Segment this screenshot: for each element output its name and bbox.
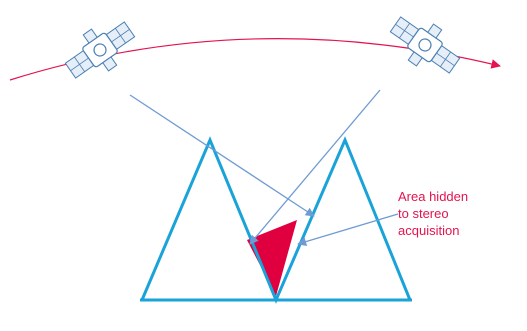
satellite-icon-right xyxy=(383,6,467,83)
annotation-line-3: acquisition xyxy=(398,222,518,239)
satellite-icon-left xyxy=(58,11,142,88)
annotation-pointer xyxy=(298,214,398,244)
left-satellite-ray xyxy=(130,95,314,216)
annotation-line-1: Area hidden xyxy=(398,188,518,205)
hidden-area-label: Area hidden to stereo acquisition xyxy=(398,188,518,239)
right-satellite-ray xyxy=(250,90,380,244)
hidden-area xyxy=(247,220,297,296)
annotation-line-2: to stereo xyxy=(398,205,518,222)
